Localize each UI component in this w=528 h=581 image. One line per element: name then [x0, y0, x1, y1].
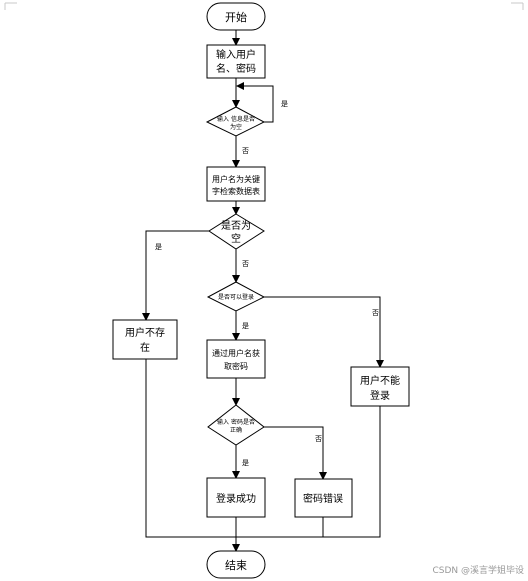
edges	[142, 30, 384, 552]
edge-isempty-notexist	[142, 230, 209, 321]
edge-labels: 是 否 是 否 否 是 否 是	[155, 100, 379, 467]
node-not-exist: 用户不存 在	[112, 319, 178, 360]
not-exist-line2: 在	[140, 342, 150, 354]
node-login-ok: 登录成功	[206, 477, 266, 518]
node-is-empty: 是否为 空	[208, 213, 265, 250]
input-text-line1: 输入用户	[216, 48, 256, 61]
label-yes-isempty: 是	[155, 243, 162, 251]
lookup-line1: 用户名为关键	[212, 174, 260, 184]
can-login-text: 是否可以登录	[218, 293, 254, 301]
get-pwd-line1: 通过用户名获	[212, 348, 260, 358]
node-input: 输入用户 名、密码	[206, 44, 266, 79]
pwd-wrong-text: 密码错误	[303, 492, 343, 505]
not-exist-line1: 用户不存	[125, 326, 165, 339]
node-start: 开始	[206, 2, 266, 31]
pwd-check-line2: 正确	[230, 426, 242, 434]
end-text: 结束	[225, 559, 247, 572]
edge-loop-empty	[236, 82, 274, 123]
lookup-line2: 字检索数据表	[212, 186, 260, 196]
edge-pwdcheck-wrong	[264, 426, 327, 480]
input-text-line2: 名、密码	[216, 62, 256, 75]
label-no-check: 否	[242, 147, 249, 155]
node-get-pwd: 通过用户名获 取密码	[206, 339, 266, 379]
node-lookup: 用户名为关键 字检索数据表	[206, 166, 266, 202]
pwd-check-line1: 输入 密码是否	[217, 418, 255, 426]
edge-cannot-merge	[236, 406, 381, 538]
node-pwd-wrong: 密码错误	[294, 478, 353, 518]
cannot-login-line2: 登录	[370, 389, 390, 402]
label-no-isempty: 否	[242, 260, 249, 268]
is-empty-line2: 空	[231, 232, 241, 245]
label-yes-loop: 是	[281, 100, 288, 108]
corner-marks	[4, 2, 524, 10]
label-no-canlogin: 否	[372, 309, 379, 317]
is-empty-line1: 是否为	[221, 220, 251, 232]
get-pwd-line2: 取密码	[224, 361, 248, 371]
node-cannot-login: 用户不能 登录	[350, 366, 410, 407]
check-empty-line1: 输入 信息是否	[217, 115, 255, 123]
watermark: CSDN @溪言学姐毕设	[432, 564, 524, 576]
edge-canlogin-cannot	[264, 296, 384, 368]
node-can-login: 是否可以登录	[206, 281, 266, 312]
start-text: 开始	[225, 10, 247, 24]
label-yes-pwdcheck: 是	[242, 459, 249, 467]
node-check-empty: 输入 信息是否 为空	[205, 106, 266, 137]
check-empty-line2: 为空	[230, 123, 242, 131]
cannot-login-line1: 用户不能	[360, 374, 400, 387]
label-no-pwdcheck: 否	[315, 435, 322, 443]
node-end: 结束	[206, 550, 266, 579]
edge-notexist-merge	[145, 359, 236, 538]
login-ok-text: 登录成功	[216, 492, 256, 505]
label-yes-canlogin: 是	[242, 322, 249, 330]
node-pwd-check: 输入 密码是否 正确	[207, 404, 265, 446]
